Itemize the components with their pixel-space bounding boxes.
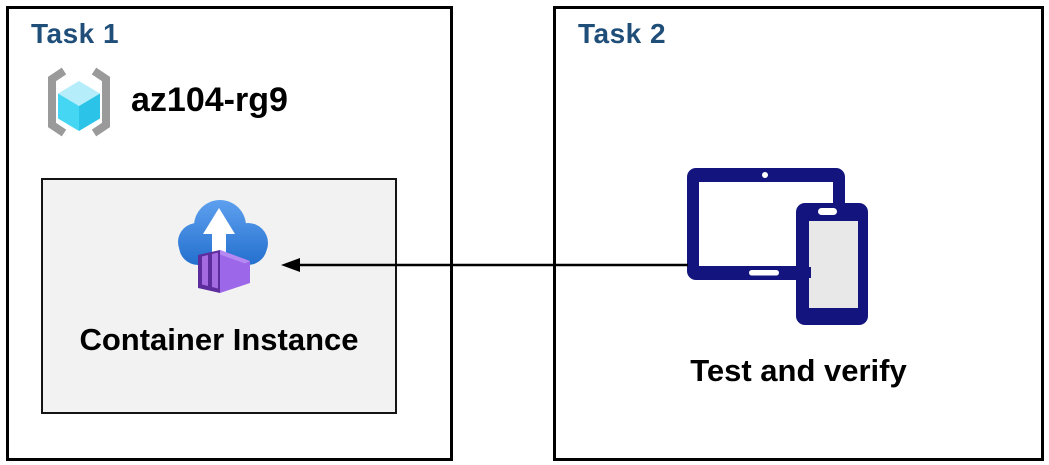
tablet-bezel-overlap: [794, 267, 811, 278]
left-bracket-shape: [48, 67, 67, 137]
left-arrow: [281, 258, 688, 272]
task2-title: Task 2: [578, 18, 667, 49]
phone-earpiece: [818, 208, 837, 215]
container-instance-label: Container Instance: [79, 322, 359, 357]
rg-cube-shape: [58, 81, 100, 131]
arrowhead: [281, 258, 300, 272]
resource-group-name: az104-rg9: [131, 81, 288, 119]
container-cube-shape: [198, 250, 250, 293]
right-bracket-shape: [91, 67, 110, 137]
phone-shape: [796, 203, 868, 325]
resource-group-icon: [48, 67, 110, 137]
upload-arrow-icon: [203, 208, 235, 259]
task2-box: Task 2 Test and verify: [553, 6, 1044, 461]
tablet-home-button: [749, 270, 779, 276]
container-instance-panel: Container Instance: [41, 178, 397, 414]
test-and-verify-label: Test and verify: [690, 353, 907, 388]
tablet-camera-dot: [762, 172, 768, 178]
task1-title: Task 1: [31, 18, 120, 49]
tablet-and-phone-icon: [687, 168, 868, 325]
container-instances-icon: [178, 200, 268, 293]
task1-box: Task 1 az104-rg9: [6, 6, 453, 461]
